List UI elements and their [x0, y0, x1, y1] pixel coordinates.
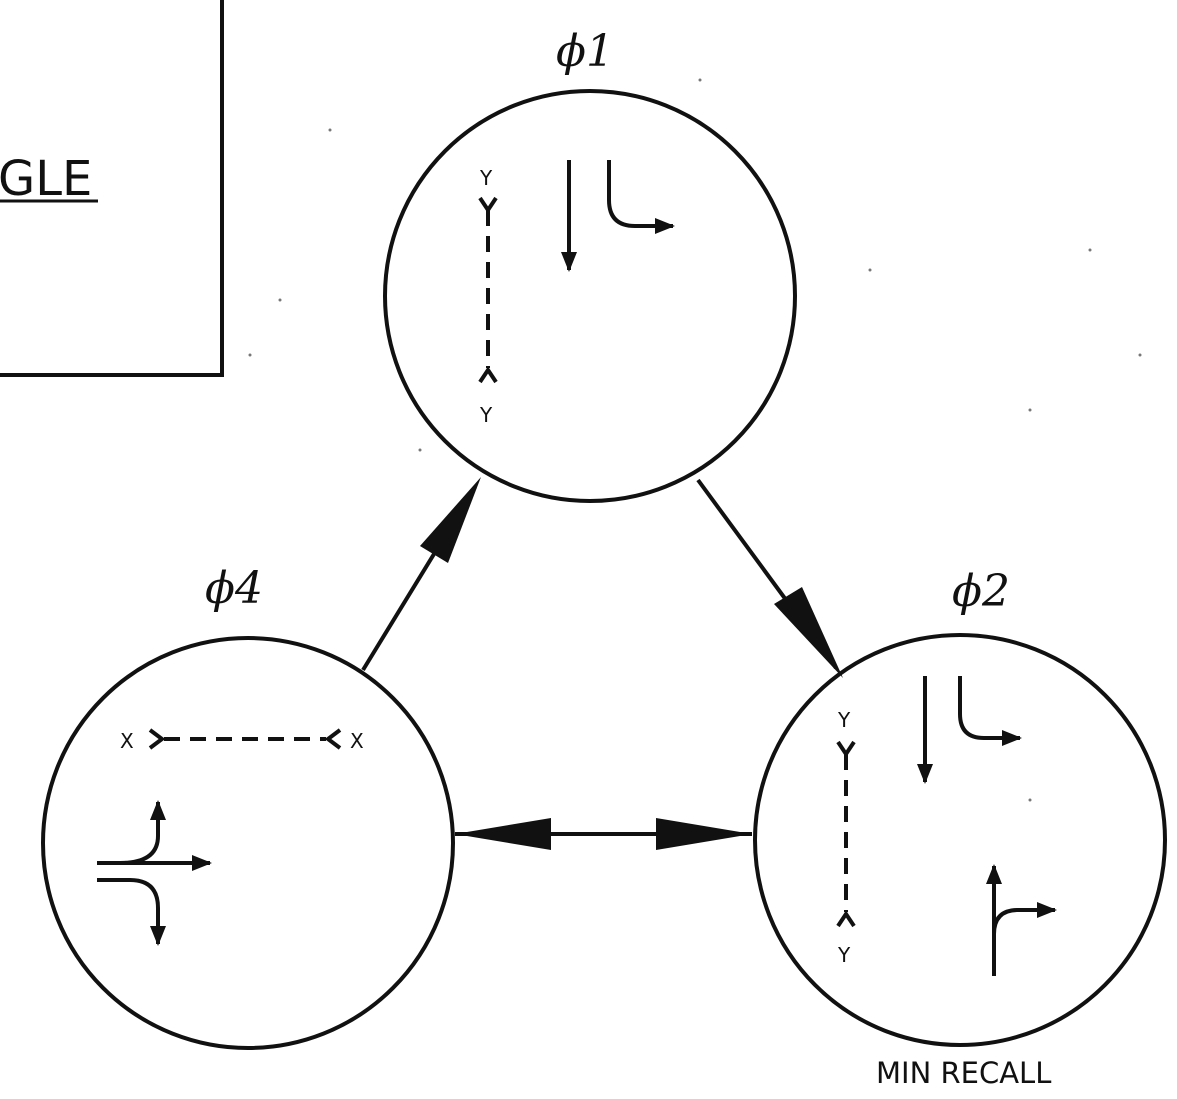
right-turn-arrow-down — [97, 878, 166, 946]
transition-4-to-2-arrowhead — [656, 818, 752, 850]
left-turn-arrow — [607, 160, 675, 234]
partial-box: GLE — [0, 0, 224, 377]
phase-2-pedestrian-movement: Y Y — [836, 708, 856, 967]
phase-2-circle — [753, 633, 1167, 1047]
ped-mark-left: X — [120, 729, 134, 753]
phase-1-pedestrian-movement: Y Y — [478, 166, 498, 427]
ped-mark-bottom: Y — [479, 403, 493, 427]
ped-mark-top: Y — [479, 166, 493, 190]
phase-transitions — [361, 477, 843, 850]
phase-2-note: MIN RECALL — [876, 1056, 1051, 1090]
ped-mark-top: Y — [837, 708, 851, 732]
transition-4-to-1-arrowhead — [420, 477, 481, 563]
phase-2: ϕ2 Y Y MIN RECALL — [753, 566, 1167, 1090]
transition-1-to-2-arrowhead — [774, 587, 843, 678]
partial-box-label: GLE — [0, 151, 92, 207]
phase-4-circle — [41, 636, 455, 1050]
ped-mark-right: X — [350, 729, 364, 753]
ped-mark-bottom: Y — [837, 943, 851, 967]
phase-1-label: ϕ1 — [556, 26, 614, 77]
scan-specks — [248, 78, 1142, 802]
phase-1: ϕ1 Y Y — [383, 26, 797, 503]
phase-2-label: ϕ2 — [952, 566, 1010, 617]
transition-2-to-4-arrowhead — [455, 818, 551, 850]
phase-4-label: ϕ4 — [205, 563, 263, 614]
left-turn-arrow — [958, 676, 1022, 746]
right-turn-arrow — [992, 902, 1057, 960]
phase-4: ϕ4 X X — [41, 563, 455, 1050]
phase-1-circle — [383, 89, 797, 503]
phase-4-pedestrian-movement: X X — [120, 728, 364, 753]
left-turn-arrow-up — [119, 800, 166, 865]
